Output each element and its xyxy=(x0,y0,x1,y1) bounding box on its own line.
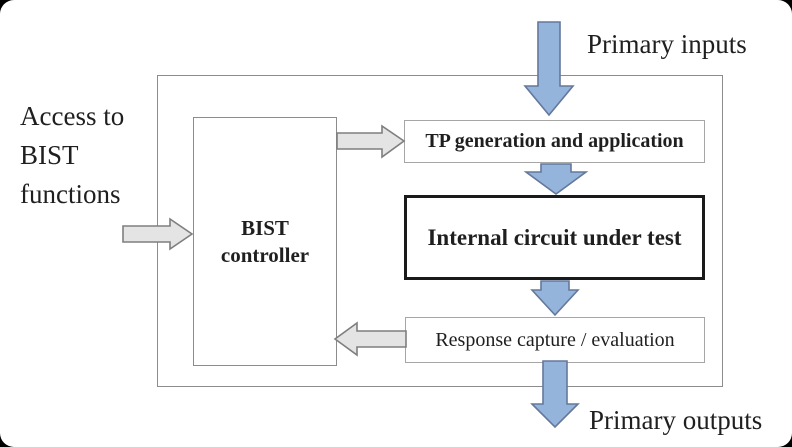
response-capture-box: Response capture / evaluation xyxy=(405,317,705,363)
bist-controller-box: BIST controller xyxy=(193,117,337,366)
primary-inputs-label: Primary inputs xyxy=(587,29,747,59)
access-to-bist-functions-label: Access to BIST functions xyxy=(20,101,125,209)
tp-generation-box: TP generation and application xyxy=(404,120,705,163)
internal-circuit-under-test-box: Internal circuit under test xyxy=(404,195,705,280)
primary-outputs-label: Primary outputs xyxy=(589,405,763,435)
